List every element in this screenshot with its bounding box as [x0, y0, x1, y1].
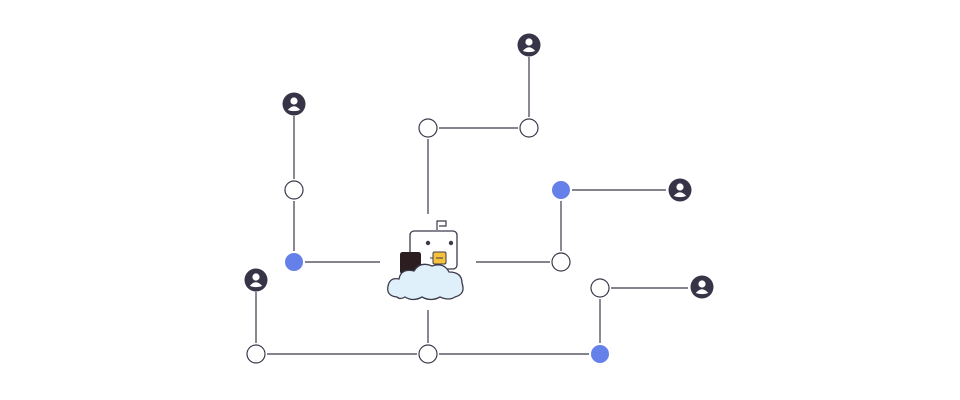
- node-active: [591, 345, 609, 363]
- user-avatar-icon: [668, 178, 692, 202]
- cloud-server-mascot-icon: [387, 220, 464, 301]
- node-active: [285, 253, 303, 271]
- connection-lines: [255, 57, 688, 355]
- node-empty: [246, 344, 266, 364]
- node-active: [552, 181, 570, 199]
- node-empty: [590, 278, 610, 298]
- user-avatar-icon: [282, 92, 306, 116]
- user-avatar-icon: [517, 33, 541, 57]
- connection-nodes: [246, 118, 610, 364]
- user-avatar-icon: [244, 268, 268, 292]
- node-empty: [284, 180, 304, 200]
- user-avatar-icon: [690, 275, 714, 299]
- node-empty: [519, 118, 539, 138]
- node-empty: [418, 344, 438, 364]
- node-empty: [551, 252, 571, 272]
- node-empty: [418, 118, 438, 138]
- user-icons: [244, 33, 714, 299]
- hub-cloud-mascot-icon: [387, 220, 464, 301]
